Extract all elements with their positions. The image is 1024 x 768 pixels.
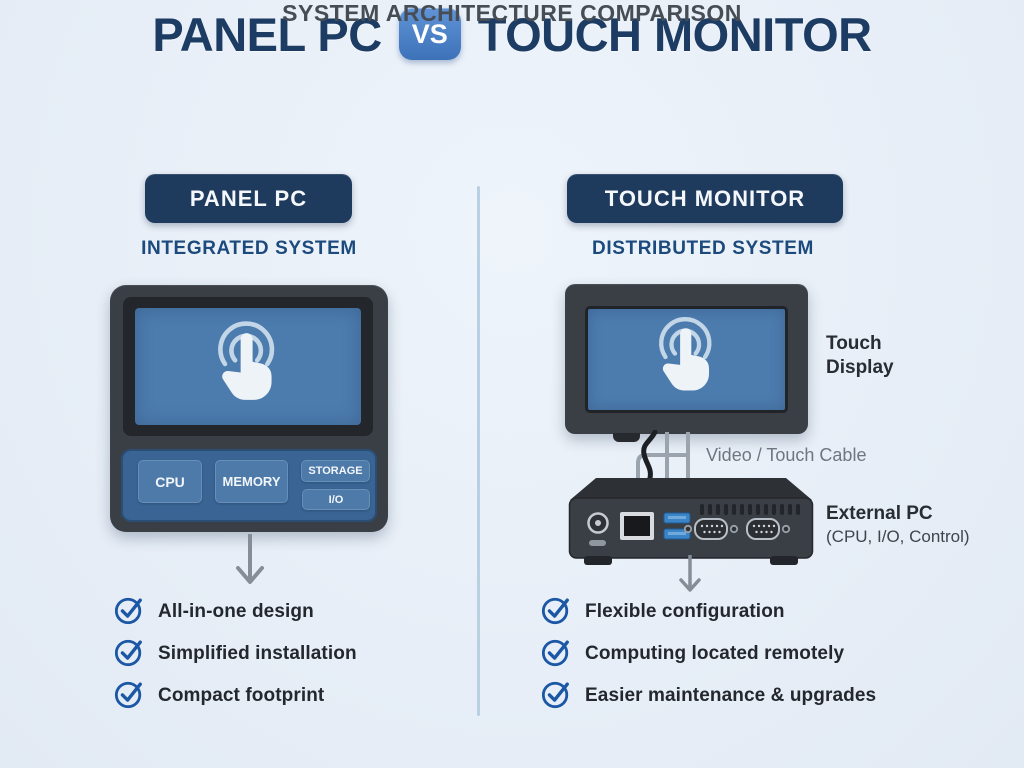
external-pc-illustration [568,474,814,575]
title-left-text: PANEL PC [152,7,382,61]
check-circle-icon [114,637,144,672]
panel-pc-illustration: CPU MEMORY STORAGE I/O [110,285,388,532]
benefit-item: Easier maintenance & upgrades [541,679,876,713]
title-right-text: TOUCH MONITOR [477,7,872,61]
benefit-label: Easier maintenance & upgrades [585,685,877,706]
benefit-label: Simplified installation [158,643,357,664]
main-title: PANEL PC VS TOUCH MONITOR [0,0,1024,68]
check-circle-icon [541,637,571,672]
serial-port-icon [746,518,791,540]
benefit-item: Simplified installation [114,637,357,671]
arrow-down-icon [236,533,264,591]
benefit-label: Computing located remotely [585,643,845,664]
storage-chip: STORAGE [301,460,370,482]
serial-port-icon [683,518,739,540]
arrow-down-icon [679,554,701,600]
benefit-item: All-in-one design [114,595,314,629]
touch-display-label: Touch Display [826,333,894,378]
benefit-item: Compact footprint [114,679,324,713]
column-divider [477,186,480,716]
distributed-system-label: DISTRIBUTED SYSTEM [592,238,814,259]
check-circle-icon [114,595,144,630]
benefit-item: Computing located remotely [541,637,844,671]
monitor-stand [613,433,640,442]
monitor-screen [585,306,788,413]
io-chip: I/O [302,489,370,510]
cable-label: Video / Touch Cable [706,445,867,465]
subtitle: SYSTEM ARCHITECTURE COMPARISON [282,0,742,26]
touch-gesture-icon [202,318,294,415]
check-circle-icon [541,679,571,714]
panel-pc-screen [135,308,361,425]
touch-monitor-illustration [565,284,808,434]
touch-monitor-badge: TOUCH MONITOR [567,174,843,223]
check-circle-icon [114,679,144,714]
integrated-system-label: INTEGRATED SYSTEM [141,238,357,259]
panel-pc-component-bay: CPU MEMORY STORAGE I/O [121,449,377,522]
touch-gesture-icon [644,314,730,405]
memory-chip: MEMORY [215,460,288,503]
external-pc-label: External PC [826,503,933,524]
check-circle-icon [541,595,571,630]
benefit-label: Compact footprint [158,685,325,706]
external-pc-sublabel: (CPU, I/O, Control) [826,527,970,546]
vs-badge-icon: VS [398,8,461,60]
benefit-label: Flexible configuration [585,601,785,622]
cpu-chip: CPU [138,460,202,503]
benefit-label: All-in-one design [158,601,314,622]
panel-pc-bezel [123,297,373,436]
panel-pc-badge: PANEL PC [145,174,352,223]
benefit-item: Flexible configuration [541,595,785,629]
